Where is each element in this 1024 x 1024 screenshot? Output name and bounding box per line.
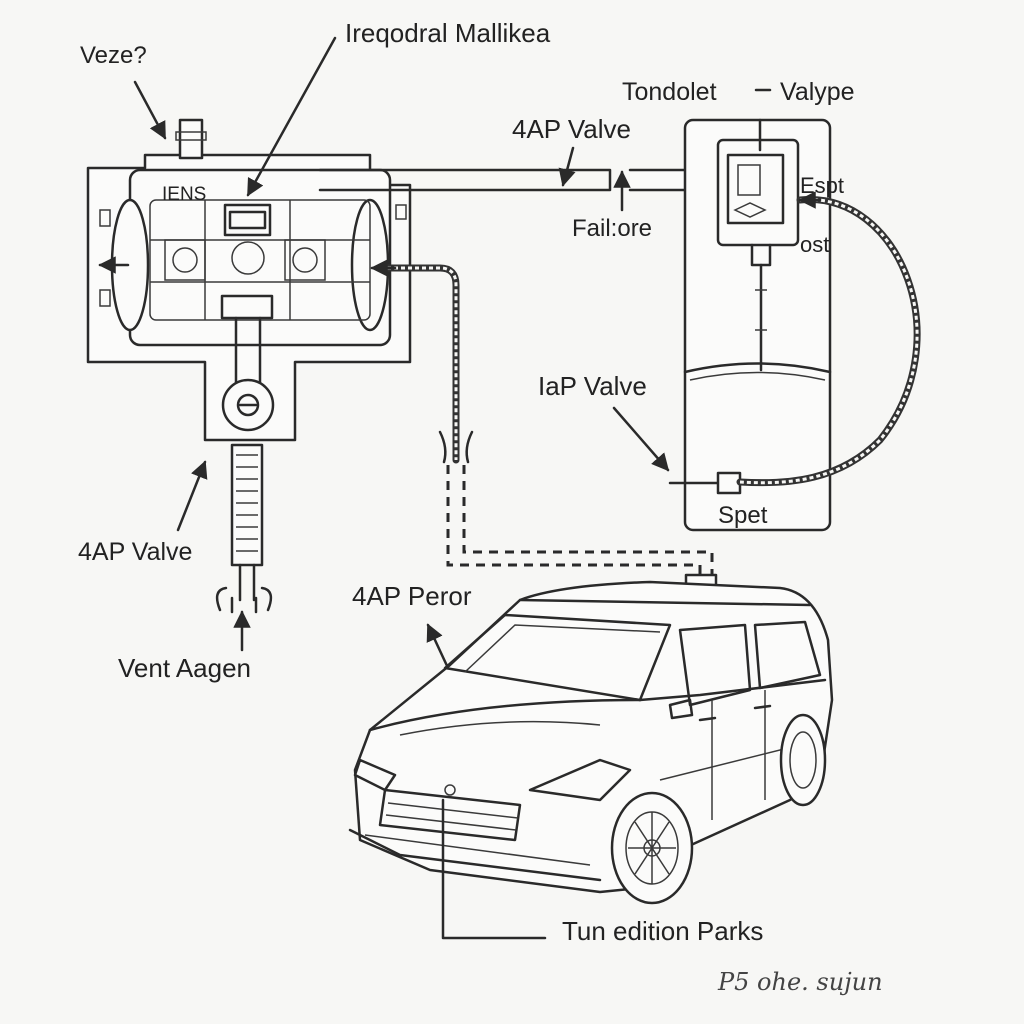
label-iens: IENS bbox=[162, 184, 206, 205]
vapor-pipe bbox=[318, 168, 720, 192]
label-bottom-caption: Tun edition Parks bbox=[562, 916, 763, 946]
label-iap-valve: IaP Valve bbox=[538, 371, 647, 401]
label-ost: ost bbox=[800, 232, 829, 257]
signature-text: P5 ohe. sujun bbox=[717, 968, 883, 996]
label-peror: 4AP Peror bbox=[352, 581, 472, 611]
label-spet: Spet bbox=[718, 502, 768, 529]
label-intake-title: Irеqodral Mallikea bbox=[345, 18, 551, 48]
label-valype: Valype bbox=[780, 78, 855, 106]
purge-hose bbox=[370, 259, 718, 607]
label-veze: Veze? bbox=[80, 42, 147, 69]
label-tondolet: Tondolet bbox=[622, 78, 717, 106]
leader-arrows bbox=[133, 36, 772, 670]
vehicle-illustration bbox=[348, 580, 834, 940]
label-espt: Espt bbox=[800, 173, 844, 198]
label-top-valve: 4AP Valve bbox=[512, 114, 631, 144]
charcoal-canister bbox=[683, 118, 921, 532]
label-failure: Fail:ore bbox=[572, 215, 652, 242]
label-vent-aagen: Vent Aagen bbox=[118, 653, 251, 683]
manifold-assembly bbox=[86, 118, 412, 614]
label-left-valve: 4AP Valve bbox=[78, 538, 192, 566]
